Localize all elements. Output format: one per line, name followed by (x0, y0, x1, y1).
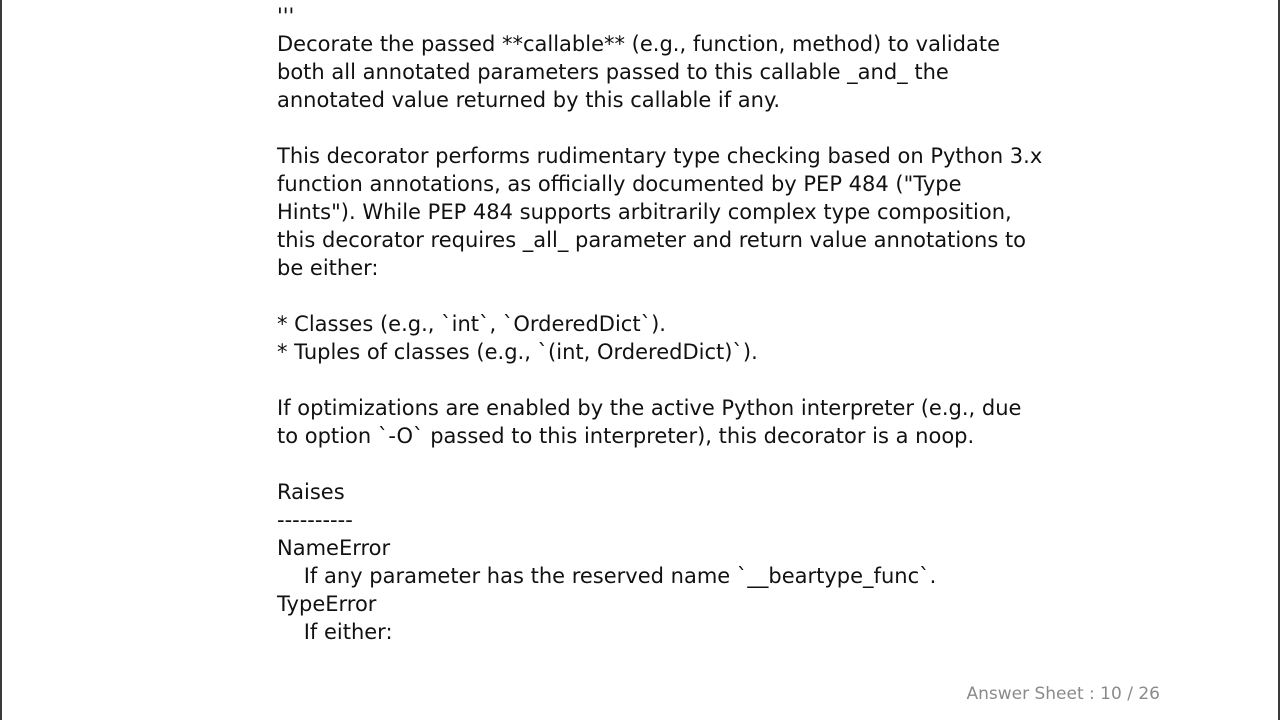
doc-line: This decorator performs rudimentary type… (277, 144, 1043, 168)
doc-line (277, 366, 1137, 394)
doc-line: NameError (277, 536, 391, 560)
doc-line: Raises (277, 480, 345, 504)
doc-line: Decorate the passed **callable** (e.g., … (277, 32, 1000, 56)
doc-line: * Classes (e.g., `int`, `OrderedDict`). (277, 312, 666, 336)
total-page-count: 26 (1138, 684, 1160, 704)
current-page-number: 10 (1100, 684, 1122, 704)
doc-line: ''' (277, 4, 295, 28)
doc-line: If any parameter has the reserved name `… (277, 564, 937, 588)
doc-line: this decorator requires _all_ parameter … (277, 228, 1027, 252)
doc-line: If either: (277, 620, 393, 644)
doc-line: If optimizations are enabled by the acti… (277, 396, 1022, 420)
doc-line: be either: (277, 256, 379, 280)
footer-label: Answer Sheet (966, 684, 1084, 704)
doc-line (277, 114, 1137, 142)
doc-line: function annotations, as officially docu… (277, 172, 962, 196)
doc-line: * Tuples of classes (e.g., `(int, Ordere… (277, 340, 758, 364)
doc-line: annotated value returned by this callabl… (277, 88, 781, 112)
doc-line: to option `-O` passed to this interprete… (277, 424, 975, 448)
doc-line: TypeError (277, 592, 377, 616)
doc-line: ---------- (277, 508, 353, 532)
doc-line (277, 450, 1137, 478)
page-separator: / (1127, 684, 1133, 704)
doc-line: Hints"). While PEP 484 supports arbitrar… (277, 200, 1012, 224)
docstring-text: ''' Decorate the passed **callable** (e.… (277, 2, 1137, 646)
doc-line (277, 282, 1137, 310)
doc-line: both all annotated parameters passed to … (277, 60, 949, 84)
page-indicator: Answer Sheet : 10 / 26 (966, 684, 1160, 704)
footer-separator: : (1089, 684, 1095, 704)
